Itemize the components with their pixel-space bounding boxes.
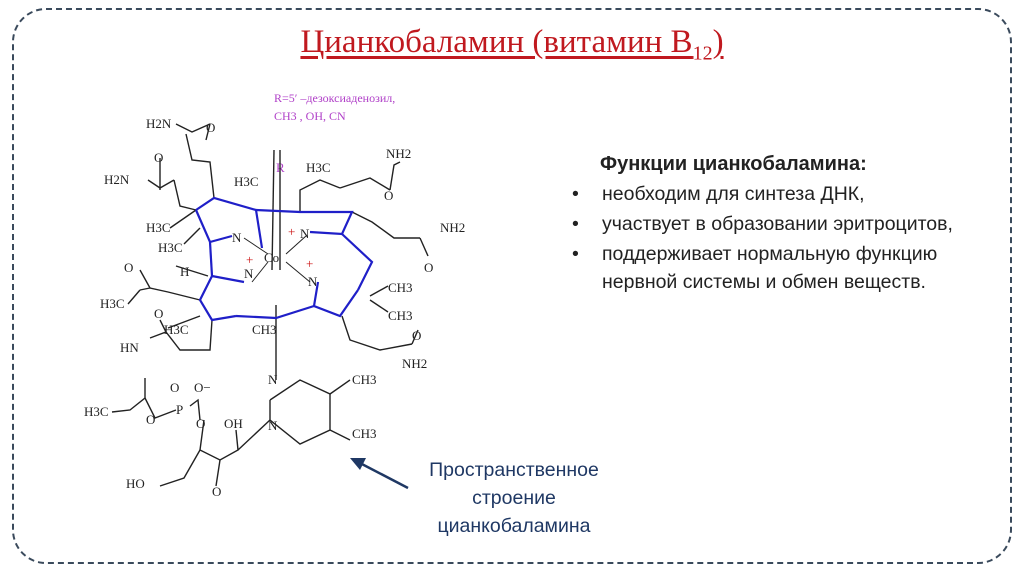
oxygen-label: O [154, 150, 163, 165]
methyl-label: H3C [146, 220, 171, 235]
side-chain-bonds [111, 123, 429, 487]
nitrogen-label: N [268, 372, 278, 387]
methyl-label: H3C [84, 404, 109, 419]
oxygen-label: O [170, 380, 179, 395]
charge-plus: + [306, 256, 313, 271]
methyl-label: CH3 [352, 426, 377, 441]
cobalt-label: Co [264, 250, 279, 265]
methyl-label: CH3 [252, 322, 277, 337]
functions-block: Функции цианкобаламина: необходим для си… [568, 150, 968, 298]
list-item: необходим для синтеза ДНК, [568, 180, 968, 208]
oxygen-label: O [412, 328, 421, 343]
methyl-label: H3C [164, 322, 189, 337]
oxygen-label: O [124, 260, 133, 275]
oxygen-anion-label: O− [194, 380, 211, 395]
methyl-label: CH3 [388, 308, 413, 323]
methyl-label: H3C [234, 174, 259, 189]
arrow-head-icon [350, 458, 366, 470]
oxygen-label: O [212, 484, 221, 499]
r-legend-line2: CH3 , OH, CN [274, 109, 346, 123]
charge-plus: + [288, 224, 295, 239]
slide-frame [12, 8, 1012, 564]
oxygen-label: O [384, 188, 393, 203]
methyl-label: H3C [100, 296, 125, 311]
arrow-line [357, 460, 409, 490]
list-item: участвует в образовании эритроцитов, [568, 210, 968, 238]
nitrogen-label: N [232, 230, 242, 245]
methyl-label: CH3 [388, 280, 413, 295]
oxygen-label: O [196, 416, 205, 431]
amine-label: NH2 [402, 356, 427, 371]
r-legend-line1: R=5′ –дезоксиаденозил, [274, 91, 395, 105]
hydroxyl-label: OH [224, 416, 243, 431]
slide-title: Цианкобаламин (витамин В12) [300, 24, 724, 65]
corrin-ring-bonds [194, 196, 374, 322]
hydroxyl-label: HO [126, 476, 145, 491]
charge-plus: + [246, 252, 253, 267]
nitrogen-label: N [308, 274, 318, 289]
oxygen-label: O [206, 120, 215, 135]
amine-label: H2N [146, 116, 172, 131]
amine-label: H2N [104, 172, 130, 187]
methyl-label: H3C [306, 160, 331, 175]
amine-label: NH2 [386, 146, 411, 161]
methyl-label: H3C [158, 240, 183, 255]
oxygen-label: O [154, 306, 163, 321]
oxygen-label: O [424, 260, 433, 275]
co-coordination-bonds [243, 235, 311, 283]
functions-list: необходим для синтеза ДНК, участвует в о… [568, 180, 968, 296]
nitrogen-label: N [300, 226, 310, 241]
oxygen-label: O [146, 412, 155, 427]
amine-label: NH2 [440, 220, 465, 235]
structure-caption: Пространственное строение цианкобаламина [429, 459, 599, 537]
methyl-label: CH3 [352, 372, 377, 387]
nitrogen-label: N [244, 266, 254, 281]
list-item: поддерживает нормальную функцию нервной … [568, 240, 968, 296]
hydrogen-label: H [180, 264, 189, 279]
nitrogen-label: N [268, 418, 278, 433]
functions-heading: Функции цианкобаламина: [600, 153, 867, 175]
phosphorus-label: P [176, 402, 183, 417]
amide-nh-label: HN [120, 340, 139, 355]
